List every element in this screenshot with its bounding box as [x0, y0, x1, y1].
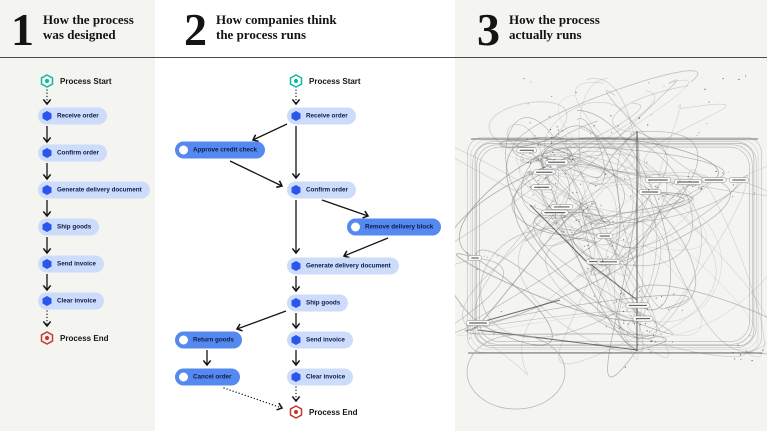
panel-3-title: How the process actually runs: [509, 8, 600, 52]
hexagon-icon: [42, 111, 52, 122]
p2-step-send-invoice: Send invoice: [287, 331, 353, 349]
p1-process-start-label: Process Start: [60, 76, 112, 86]
circle-icon: [179, 335, 188, 345]
hexagon-icon: [291, 372, 301, 383]
hexagon-icon: [42, 296, 52, 307]
process-start-icon: [289, 74, 303, 88]
step-label: Receive order: [57, 112, 99, 120]
p1-process-end: Process End: [40, 331, 108, 345]
p1-step-receive-order: Receive order: [38, 107, 107, 125]
p2-exception-return-goods: Return goods: [175, 331, 242, 349]
p2-step-receive-order: Receive order: [287, 107, 356, 125]
step-label: Receive order: [306, 112, 348, 120]
p2-step-ship-goods: Ship goods: [287, 294, 349, 312]
p2-exception-cancel-order: Cancel order: [175, 368, 240, 386]
panel-2-title-line1: How companies think: [216, 12, 337, 27]
p2-exception-remove-delivery-block: Remove delivery block: [347, 218, 442, 236]
hexagon-icon: [291, 111, 301, 122]
p2-process-end: Process End: [289, 405, 357, 419]
p1-step-send-invoice: Send invoice: [38, 255, 104, 273]
hexagon-icon: [291, 298, 301, 309]
p2-step-generate-delivery-document: Generate delivery document: [287, 257, 399, 275]
process-end-icon: [40, 331, 54, 345]
step-label: Generate delivery document: [306, 262, 391, 270]
circle-icon: [179, 145, 188, 155]
step-label: Return goods: [193, 336, 234, 344]
step-label: Confirm order: [306, 186, 348, 194]
p2-step-confirm-order: Confirm order: [287, 181, 356, 199]
step-label: Approve credit check: [193, 146, 258, 154]
hexagon-icon: [291, 185, 301, 196]
p1-step-clear-invoice: Clear invoice: [38, 292, 105, 310]
p1-step-confirm-order: Confirm order: [38, 144, 107, 162]
p2-process-start-label: Process Start: [309, 76, 361, 86]
step-label: Cancel order: [193, 373, 232, 381]
panel-1-number: 1: [11, 4, 34, 55]
step-label: Ship goods: [57, 223, 92, 231]
step-label: Generate delivery document: [57, 186, 142, 194]
step-label: Clear invoice: [306, 373, 346, 381]
circle-icon: [351, 222, 360, 232]
hexagon-icon: [42, 259, 52, 270]
step-label: Confirm order: [57, 149, 99, 157]
header-panel-1: 1 How the process was designed: [11, 4, 134, 55]
p1-process-end-label: Process End: [60, 333, 109, 343]
panel-3-title-line1: How the process: [509, 12, 600, 27]
p1-process-start: Process Start: [40, 74, 112, 88]
panel-1-title-line2: was designed: [43, 27, 116, 42]
panel-designed-bg: [0, 0, 155, 431]
hexagon-icon: [42, 185, 52, 196]
p2-exception-approve-credit-check: Approve credit check: [175, 141, 266, 159]
step-label: Remove delivery block: [365, 223, 434, 231]
hexagon-icon: [291, 335, 301, 346]
p1-step-generate-delivery-document: Generate delivery document: [38, 181, 150, 199]
panel-2-number: 2: [184, 4, 207, 55]
process-start-icon: [40, 74, 54, 88]
step-label: Ship goods: [306, 299, 341, 307]
panel-2-title: How companies think the process runs: [216, 8, 337, 52]
hexagon-icon: [42, 148, 52, 159]
p2-process-start: Process Start: [289, 74, 361, 88]
header-divider: [0, 57, 767, 58]
panel-1-title: How the process was designed: [43, 8, 134, 52]
header-panel-3: 3 How the process actually runs: [477, 4, 600, 55]
step-label: Send invoice: [306, 336, 345, 344]
panel-2-title-line2: the process runs: [216, 27, 307, 42]
p2-step-clear-invoice: Clear invoice: [287, 368, 354, 386]
panel-1-title-line1: How the process: [43, 12, 134, 27]
process-end-icon: [289, 405, 303, 419]
header-panel-2: 2 How companies think the process runs: [184, 4, 337, 55]
hexagon-icon: [291, 261, 301, 272]
step-label: Send invoice: [57, 260, 96, 268]
p1-step-ship-goods: Ship goods: [38, 218, 100, 236]
step-label: Clear invoice: [57, 297, 97, 305]
panel-3-number: 3: [477, 4, 500, 55]
panel-3-title-line2: actually runs: [509, 27, 582, 42]
panel-expected-bg: [155, 0, 455, 431]
circle-icon: [179, 372, 188, 382]
hexagon-icon: [42, 222, 52, 233]
p2-process-end-label: Process End: [309, 407, 358, 417]
spaghetti-process-graph: [455, 70, 767, 410]
